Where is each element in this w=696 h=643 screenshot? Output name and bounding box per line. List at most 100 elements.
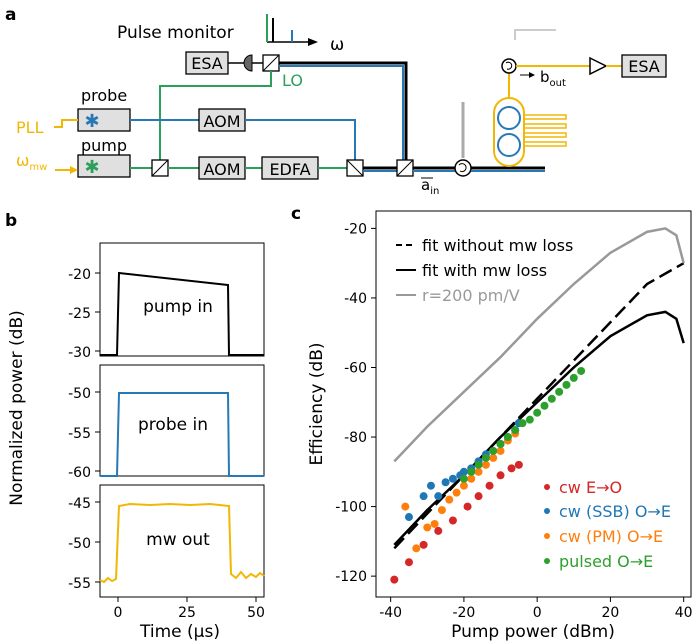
data-point bbox=[448, 474, 457, 483]
data-point bbox=[434, 526, 443, 535]
data-point bbox=[467, 474, 476, 483]
pll-label: PLL bbox=[16, 118, 44, 137]
efficiency-data-points bbox=[390, 366, 586, 584]
data-point bbox=[401, 502, 410, 511]
pump-label: pump bbox=[81, 136, 127, 155]
data-point bbox=[511, 426, 520, 435]
data-point bbox=[569, 373, 578, 382]
omega-label: ω bbox=[330, 35, 344, 55]
lo-path bbox=[159, 71, 272, 160]
legend-marker-green bbox=[544, 558, 550, 564]
data-point bbox=[496, 439, 505, 448]
esa-left-label: ESA bbox=[191, 54, 223, 73]
tick-label: 25 bbox=[178, 605, 196, 621]
photodetector-icon bbox=[243, 54, 253, 72]
tick-label: -45 bbox=[68, 496, 91, 512]
beamsplitter-4-diag bbox=[396, 159, 414, 177]
data-point bbox=[525, 415, 534, 424]
a-in-label: ain bbox=[421, 176, 439, 197]
tick-label: -50 bbox=[68, 536, 91, 552]
mw-out-yticks: -45 -50 -55 bbox=[68, 496, 100, 592]
mw-out-label: mw out bbox=[146, 530, 210, 550]
data-point bbox=[507, 464, 516, 473]
ring-resonator-1 bbox=[497, 106, 521, 130]
data-point bbox=[459, 474, 468, 483]
b-out-arrowhead bbox=[529, 72, 535, 78]
beamsplitter-2-diag bbox=[151, 159, 169, 177]
tick-label: 40 bbox=[675, 605, 693, 621]
legend-label: pulsed O→E bbox=[559, 552, 653, 571]
circulator-icon bbox=[454, 159, 472, 177]
efficiency-fit-lines bbox=[393, 227, 685, 550]
tick-label: -60 bbox=[344, 360, 367, 376]
data-point bbox=[423, 523, 432, 532]
pump-in-yticks: -20 -25 -30 bbox=[68, 267, 100, 361]
legend-label: r=200 pm/V bbox=[422, 286, 520, 305]
omega-mw-label: ωmw bbox=[16, 151, 47, 173]
data-point bbox=[426, 481, 435, 490]
tick-label: -20 bbox=[68, 267, 91, 283]
panel-c: c Efficiency (dB) Pump power (dBm) -20-4… bbox=[291, 204, 693, 642]
panel-c-letter: c bbox=[291, 204, 301, 224]
esa-right-box bbox=[621, 54, 667, 78]
pulse-monitor-label: Pulse monitor bbox=[117, 23, 234, 43]
data-point bbox=[489, 446, 498, 455]
legend-label: cw (SSB) O→E bbox=[559, 502, 671, 521]
panel-a-letter: a bbox=[5, 5, 16, 25]
probe-in-trace bbox=[100, 392, 264, 477]
legend-label: cw (PM) O→E bbox=[559, 527, 663, 546]
data-point bbox=[445, 495, 454, 504]
tick-label: -20 bbox=[344, 221, 367, 237]
data-point bbox=[474, 460, 483, 469]
tick-label: -30 bbox=[68, 345, 91, 361]
lo-label: LO bbox=[282, 71, 303, 90]
data-point bbox=[404, 513, 413, 522]
panel-b-ylabel: Normalized power (dB) bbox=[7, 310, 27, 505]
amplifier-icon bbox=[589, 56, 608, 76]
output-path-blue bbox=[279, 65, 404, 172]
data-point bbox=[437, 506, 446, 515]
beamsplitter-1-diag bbox=[262, 54, 280, 72]
probe-path-2 bbox=[245, 119, 356, 160]
data-point bbox=[496, 471, 505, 480]
data-point bbox=[555, 387, 564, 396]
tick-label: -60 bbox=[68, 465, 91, 481]
microwave-electrode bbox=[524, 114, 567, 147]
data-point bbox=[503, 433, 512, 442]
legend-markers: cw E→O cw (SSB) O→E cw (PM) O→E pulsed O… bbox=[544, 478, 671, 571]
pll-line bbox=[54, 119, 78, 128]
panel-b: b Normalized power (dB) -20 -25 -30 pump… bbox=[5, 211, 265, 642]
tick-label: -80 bbox=[344, 430, 367, 446]
data-point bbox=[452, 488, 461, 497]
data-point bbox=[485, 481, 494, 490]
panel-a: a Pulse monitor ω ESA LO probe ✱ pump ✱ bbox=[5, 5, 667, 197]
data-point bbox=[459, 467, 468, 476]
data-point bbox=[577, 366, 586, 375]
tick-label: -100 bbox=[335, 500, 367, 516]
data-point bbox=[404, 558, 413, 567]
edfa-label: EDFA bbox=[269, 160, 310, 179]
ring-resonator-2 bbox=[497, 133, 521, 157]
legend-label: fit with mw loss bbox=[422, 261, 547, 280]
pump-in-axes bbox=[99, 242, 265, 357]
data-point bbox=[489, 453, 498, 462]
beamsplitter-3-diag bbox=[346, 159, 364, 177]
legend-marker-red bbox=[544, 484, 550, 490]
fit-line bbox=[393, 262, 685, 550]
data-point bbox=[514, 460, 523, 469]
data-point bbox=[496, 446, 505, 455]
fit-line bbox=[393, 310, 685, 546]
data-point bbox=[481, 460, 490, 469]
tick-label: -120 bbox=[335, 569, 367, 585]
data-point bbox=[441, 478, 450, 487]
legend-label: cw E→O bbox=[559, 478, 622, 497]
probe-in-yticks: -50 -55 -60 bbox=[68, 386, 100, 481]
probe-in-label: probe in bbox=[138, 415, 208, 435]
pump-in-trace bbox=[100, 271, 264, 356]
mw-out-trace bbox=[99, 502, 265, 584]
b-out-label: bout bbox=[540, 68, 566, 89]
data-point bbox=[419, 492, 428, 501]
tick-label: -20 bbox=[452, 605, 475, 621]
